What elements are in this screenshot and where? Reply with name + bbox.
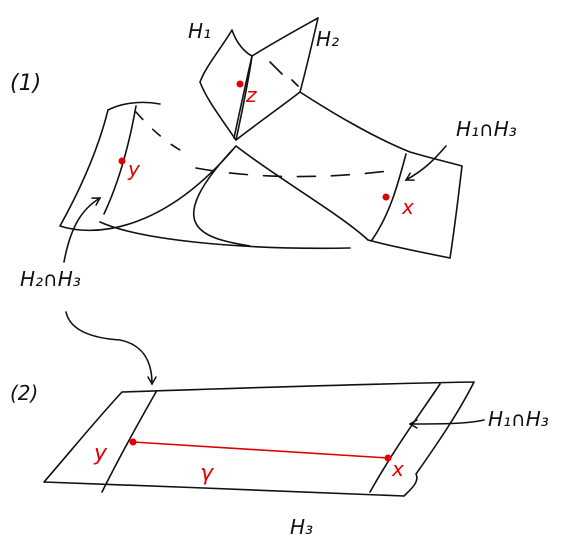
point-z [236,80,244,88]
point-x-panel1 [382,193,390,201]
label-y-panel2: y [93,441,108,466]
arrow-to-h2-cap-h3 [63,197,102,263]
label-h2: H₂ [316,27,339,51]
point-y-panel2 [129,438,137,446]
h1-cap-h2-line [233,55,253,139]
panel-1-label: (1) [10,71,41,96]
point-y-panel1 [118,157,126,165]
panel-2-label: (2) [10,381,38,405]
arrow-to-h1-cap-h3 [404,145,447,181]
panel-1: (1) H₁ H₂ H₁∩H₃ H₂∩H₃ z y x [10,17,517,291]
label-h1: H₁ [188,19,211,43]
h1-cap-h3-line [371,153,407,241]
h1-cap-h3-strip [369,383,441,493]
arrow-to-panel-2 [65,311,157,386]
hidden-line-right [195,167,397,178]
h2-cap-h3-strip [101,391,157,493]
h3-plane [43,381,475,497]
label-y-panel1: y [127,157,141,181]
panel-2: (2) y x γ H₃ H₁∩H₃ [10,381,549,539]
label-x-panel1: x [401,195,414,219]
h3-sheet-panel1 [59,91,463,259]
label-z: z [245,83,257,107]
h2-sheet [235,17,319,141]
label-h1-cap-h3: H₁∩H₃ [456,117,517,141]
h1-sheet [199,29,253,141]
label-gamma: γ [200,461,214,486]
arrow-to-h1-cap-h3-panel2 [408,419,485,429]
label-h1-cap-h3-panel2: H₁∩H₃ [488,407,549,431]
label-h3: H₃ [290,515,313,539]
path-gamma [132,441,389,459]
hidden-line-left [135,111,181,151]
label-x-panel2: x [391,457,404,481]
label-h2-cap-h3: H₂∩H₃ [20,267,81,291]
point-x-panel2 [384,454,392,462]
